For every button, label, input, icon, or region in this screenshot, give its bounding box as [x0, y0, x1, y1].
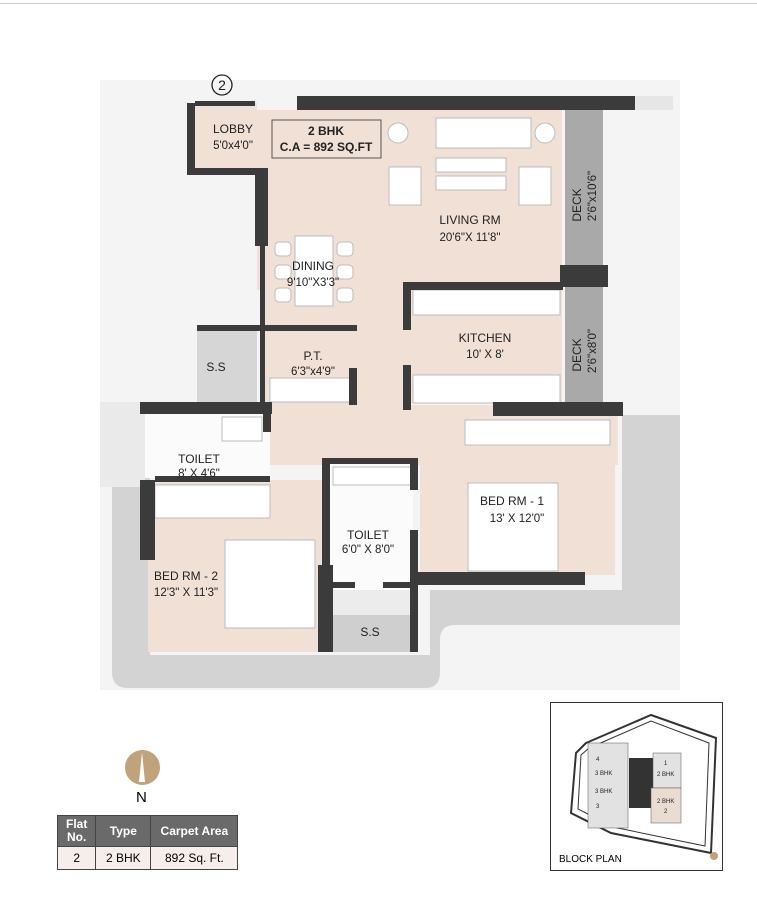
pt-washbasin [269, 377, 353, 403]
top-divider [0, 3, 757, 4]
deck1-size: 2'6"x10'6" [587, 171, 599, 221]
kitchen-label: KITCHEN [459, 331, 512, 345]
dining-label: DINING [292, 259, 334, 273]
cell-type: 2 BHK [95, 846, 152, 870]
ss-bottom-shaft [328, 590, 413, 615]
deck1-label: DECK [570, 188, 584, 221]
header-type: Type [95, 815, 152, 847]
table-row: 2 2 BHK 892 Sq. Ft. [56, 846, 239, 870]
walls [140, 96, 673, 652]
kitchen-size: 10' X 8' [466, 349, 504, 361]
block-north-icon [710, 852, 718, 860]
wardrobe-bed1 [464, 419, 611, 446]
room-ss-bottom [328, 615, 413, 652]
room-lobby [192, 103, 257, 173]
deck-2 [565, 287, 603, 403]
block-plan-drawing: 4 3 BHK 3 BHK 3 1 2 BHK 2 BHK 2 [569, 713, 718, 860]
bed-bed2 [224, 539, 316, 629]
deck-1 [565, 110, 603, 268]
room-ss-left [197, 328, 257, 403]
deck2-label: DECK [570, 338, 584, 371]
toilet1-washbasin [221, 416, 263, 442]
duct-left [100, 402, 145, 487]
plan-type: 2 BHK [308, 124, 344, 138]
ss-left-label: S.S [206, 360, 225, 374]
block-unit-1-num: 1 [664, 761, 668, 767]
lobby-label: LOBBY [213, 122, 253, 136]
block-unit-3-num: 3 [596, 804, 600, 810]
ss-bottom-label: S.S [360, 625, 379, 639]
balcony-ledge [112, 415, 680, 688]
wardrobe-bed2 [154, 484, 271, 519]
north-arrow-icon [125, 750, 160, 785]
kitchen-counter-bottom [412, 374, 561, 404]
bed2-size: 12'3" X 11'3" [154, 587, 218, 599]
block-unit-2-num: 2 [664, 809, 668, 815]
cell-carpet-area: 892 Sq. Ft. [150, 846, 239, 870]
block-plan-title: BLOCK PLAN [559, 854, 622, 865]
unit-table: Flat No. Type Carpet Area 2 2 BHK 892 Sq… [56, 815, 239, 870]
block-unit-1-type: 2 BHK [657, 772, 674, 778]
plan-carpet-area: C.A = 892 SQ.FT [280, 140, 373, 154]
cell-flat-no: 2 [56, 846, 97, 870]
toilet2-size: 6'0" X 8'0" [342, 544, 394, 556]
living-furniture [387, 117, 556, 206]
pt-label: P.T. [303, 349, 322, 363]
unit-table-header: Flat No. Type Carpet Area [56, 815, 239, 847]
toilet1-label: TOILET [178, 452, 220, 466]
floor-plan: 2 2 BHK C.A = 892 SQ.FT LOBBY 5'0x4'0" L… [100, 74, 680, 690]
bed2-label: BED RM - 2 [154, 569, 218, 583]
block-unit-3-type: 3 BHK [595, 789, 612, 795]
block-unit-4-num: 4 [596, 757, 600, 763]
flat-marker-circle [211, 74, 233, 96]
block-unit-4-type: 3 BHK [595, 771, 612, 777]
north-label: N [136, 789, 147, 806]
dining-table [274, 235, 354, 307]
block-unit-2-type: 2 BHK [657, 799, 674, 805]
toilet2-washbasin [332, 466, 412, 486]
living-label: LIVING RM [439, 213, 500, 227]
header-flat-no: Flat No. [56, 815, 97, 847]
living-size: 20'6"X 11'8" [440, 232, 501, 244]
toilet2-label: TOILET [347, 528, 389, 542]
flat-marker: 2 [218, 77, 226, 93]
pt-size: 6'3"x4'9" [291, 366, 335, 378]
bed-bed1 [467, 482, 559, 572]
kitchen-counter-top [412, 289, 561, 316]
bed1-size: 13' X 12'0" [490, 513, 545, 525]
bed1-label: BED RM - 1 [480, 494, 544, 508]
deck2-size: 2'6"x8'0" [587, 329, 599, 373]
header-carpet-area: Carpet Area [150, 815, 239, 847]
dining-size: 9'10"X3'3" [287, 277, 339, 289]
toilet1-size: 8' X 4'6" [178, 468, 220, 480]
lobby-size: 5'0x4'0" [213, 140, 253, 152]
block-plan: 4 3 BHK 3 BHK 3 1 2 BHK 2 BHK 2 BLOCK PL… [550, 702, 723, 871]
plan-title-box [271, 119, 382, 159]
